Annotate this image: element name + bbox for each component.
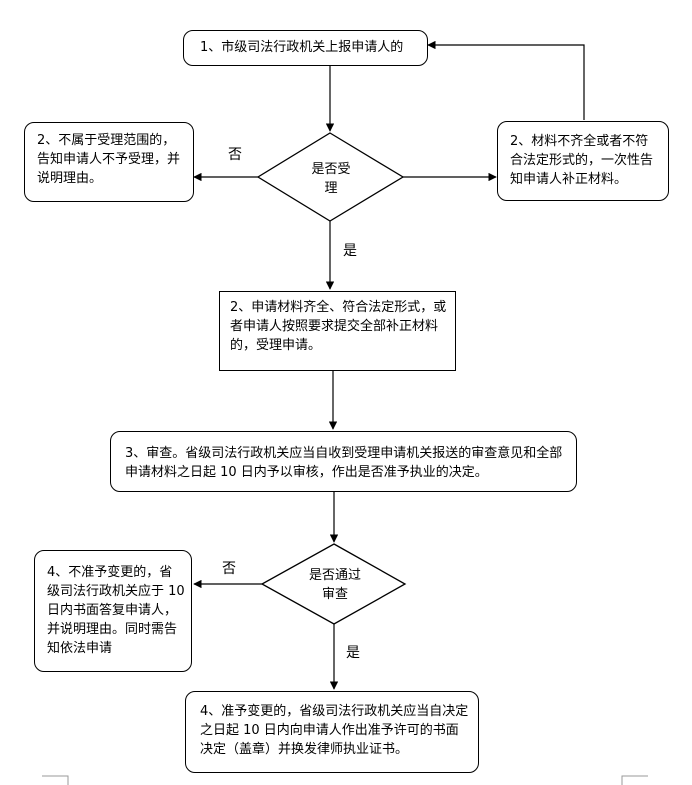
edge-label-yes-1: 是 bbox=[343, 243, 357, 259]
step1-box: 1、市级司法行政机关上报申请人的 bbox=[183, 30, 428, 66]
deny-change-text: 4、不准予变更的，省级司法行政机关应于 10 日内书面答复申请人，并说明理由。同… bbox=[47, 565, 185, 656]
decision-review-text: 是否通过审查 bbox=[308, 568, 361, 600]
page-corner-mark-left bbox=[42, 775, 69, 785]
accept-text: 2、申请材料齐全、符合法定形式，或者申请人按照要求提交全部补正材料的，受理申请。 bbox=[230, 300, 447, 353]
review-text: 3、审查。省级司法行政机关应当自收到受理申请机关报送的审查意见和全部申请材料之日… bbox=[125, 446, 563, 480]
arrow-supplement-to-step1 bbox=[427, 40, 585, 120]
page-corner-mark-right bbox=[621, 775, 648, 785]
edge-label-no-2: 否 bbox=[222, 561, 236, 577]
reject-scope-text: 2、不属于受理范围的，告知申请人不予受理，并说明理由。 bbox=[37, 133, 181, 186]
edge-label-no-1: 否 bbox=[228, 147, 242, 163]
deny-change-box: 4、不准予变更的，省级司法行政机关应于 10 日内书面答复申请人，并说明理由。同… bbox=[34, 550, 192, 672]
grant-change-text: 4、准予变更的，省级司法行政机关应当自决定之日起 10 日内向申请人作出准予许可… bbox=[200, 704, 469, 757]
accept-box: 2、申请材料齐全、符合法定形式，或者申请人按照要求提交全部补正材料的，受理申请。 bbox=[219, 291, 456, 371]
review-box: 3、审查。省级司法行政机关应当自收到受理申请机关报送的审查意见和全部申请材料之日… bbox=[110, 431, 577, 492]
edge-label-yes-2: 是 bbox=[346, 645, 360, 661]
step1-text: 1、市级司法行政机关上报申请人的 bbox=[200, 40, 404, 55]
reject-scope-box: 2、不属于受理范围的，告知申请人不予受理，并说明理由。 bbox=[24, 122, 194, 202]
supplement-box: 2、材料不齐全或者不符合法定形式的，一次性告知申请人补正材料。 bbox=[497, 121, 669, 201]
supplement-text: 2、材料不齐全或者不符合法定形式的，一次性告知申请人补正材料。 bbox=[510, 134, 654, 187]
decision-accept-text: 是否受理 bbox=[311, 162, 351, 194]
grant-change-box: 4、准予变更的，省级司法行政机关应当自决定之日起 10 日内向申请人作出准予许可… bbox=[185, 691, 479, 773]
